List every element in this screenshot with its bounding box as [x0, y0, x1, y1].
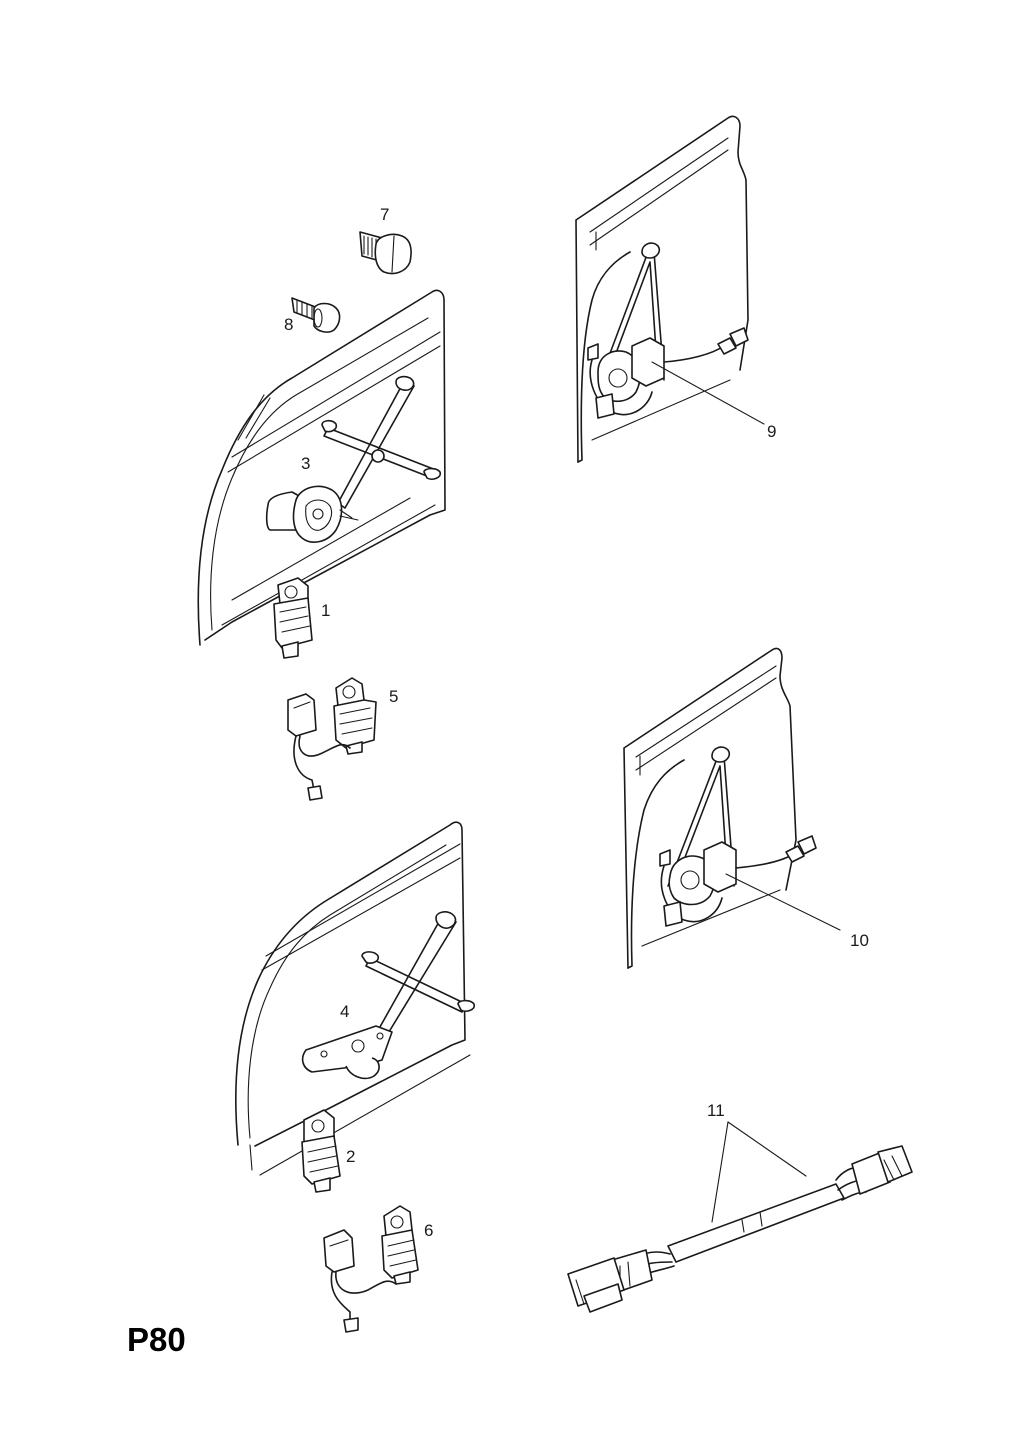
callout-5: 5	[389, 687, 399, 706]
rear-door-lower-outline	[623, 647, 797, 969]
callout-4: 4	[340, 1002, 350, 1021]
callout-7: 7	[380, 205, 390, 224]
regulator-front-lower	[301, 911, 476, 1080]
page-code: P80	[127, 1321, 186, 1358]
motor-5-with-harness	[287, 677, 377, 801]
motor-6-with-harness	[323, 1205, 419, 1333]
front-door-upper-outline	[197, 289, 446, 646]
motor-1	[273, 577, 313, 659]
motor-2	[301, 1109, 341, 1193]
callout-10: 10	[850, 931, 869, 950]
wiring-harness-11	[567, 1145, 913, 1313]
callout-1: 1	[321, 601, 331, 620]
callout-9: 9	[767, 422, 777, 441]
front-door-lower-outline	[235, 821, 471, 1176]
leader-lines	[339, 361, 841, 1223]
bolt-8	[291, 297, 341, 333]
callout-11: 11	[707, 1101, 725, 1120]
manual-regulator-front	[265, 375, 442, 543]
callout-8: 8	[284, 315, 294, 334]
rear-door-upper-outline	[575, 115, 749, 463]
callout-6: 6	[424, 1221, 434, 1240]
electric-regulator-rear-lower	[659, 746, 817, 927]
bolt-7	[359, 231, 412, 275]
callout-2: 2	[346, 1147, 356, 1166]
callout-3: 3	[301, 454, 311, 473]
electric-regulator-rear-upper	[587, 242, 749, 419]
